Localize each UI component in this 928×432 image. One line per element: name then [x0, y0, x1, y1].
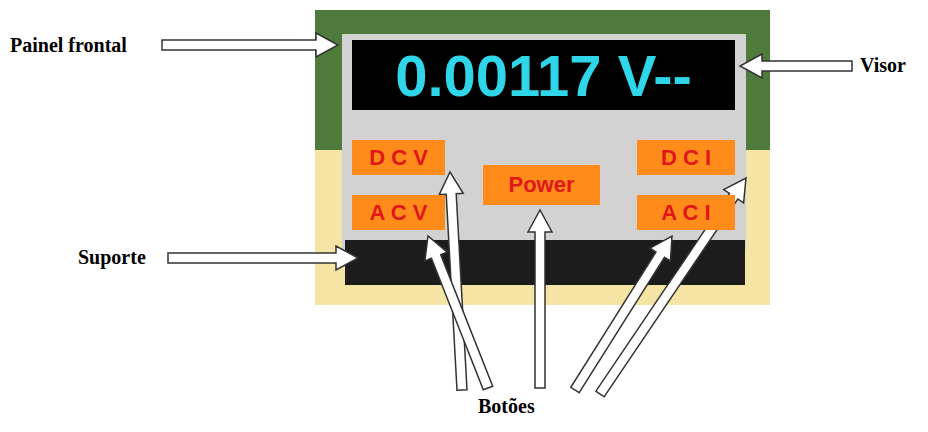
display-screen-text: 0.00117 V--: [395, 42, 692, 109]
acv-button: A C V: [352, 195, 445, 230]
part-label: Botões: [478, 395, 535, 418]
part-label: Suporte: [78, 246, 146, 269]
acv-button-text: A C V: [370, 200, 428, 226]
pointer-arrows: [162, 33, 852, 397]
part-label: Painel frontal: [10, 34, 127, 57]
display-screen: 0.00117 V--: [352, 40, 735, 110]
dci-button-text: D C I: [661, 145, 711, 171]
pointer-arrow: [168, 246, 358, 270]
aci-button-text: A C I: [661, 200, 710, 226]
pointer-arrow: [740, 54, 852, 78]
pointer-arrow: [596, 178, 746, 397]
dci-button: D C I: [637, 140, 735, 175]
power-button: Power: [483, 165, 600, 205]
dcv-button: D C V: [352, 140, 445, 175]
dcv-button-text: D C V: [369, 145, 428, 171]
pointer-arrow: [528, 210, 552, 388]
pointer-arrow: [162, 33, 338, 57]
aci-button: A C I: [637, 195, 735, 230]
part-label: Visor: [860, 54, 906, 77]
power-button-text: Power: [508, 172, 574, 198]
pointer-arrow: [425, 236, 493, 390]
